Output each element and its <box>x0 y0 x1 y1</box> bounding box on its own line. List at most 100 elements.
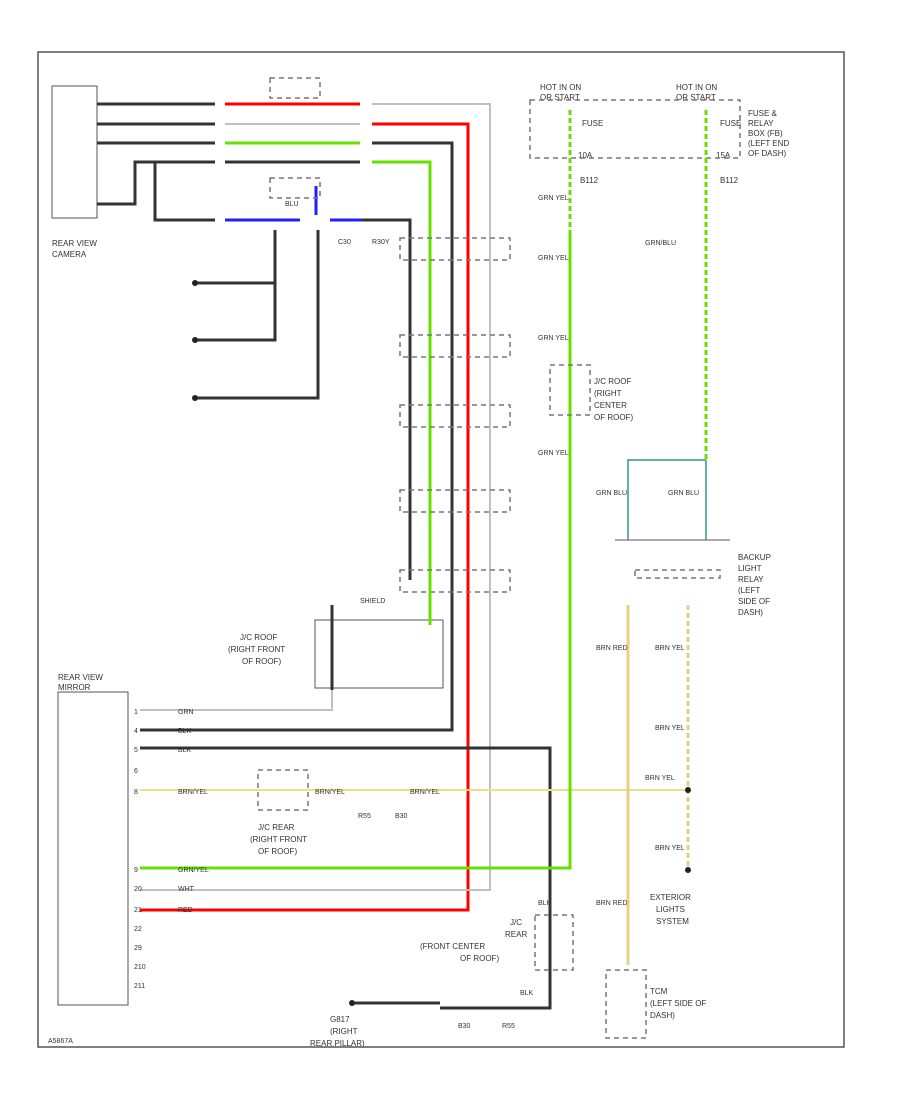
lbl-grn-blu-2: GRN BLU <box>668 490 699 497</box>
lbl-brn-yel-4: BRN YEL <box>655 845 685 852</box>
lbl-grn-yel-3: GRN YEL <box>538 335 569 342</box>
lbl-grn-yel-2: GRN YEL <box>538 255 569 262</box>
footer-code: A5867A <box>48 1038 73 1045</box>
power-left: HOT IN ON OR START FUSE 10A B112 <box>540 83 603 185</box>
fuse-box-label: FUSE & RELAY BOX (FB) (LEFT END OF DASH) <box>748 109 789 158</box>
grn-wire-main <box>372 160 432 585</box>
tcm: TCM (LEFT SIDE OF DASH) <box>605 969 706 1039</box>
lbl-brn-yel-2: BRN YEL <box>655 725 685 732</box>
mirror-pin-9: 22 <box>134 926 142 933</box>
lbl-grn-blu-1: GRN BLU <box>596 490 627 497</box>
lbl-brn-yel-long-1: BRN/YEL <box>178 789 208 796</box>
ground-wires <box>192 230 320 401</box>
backup-light-relay: BACKUP LIGHT RELAY (LEFT SIDE OF DASH) <box>615 539 771 617</box>
jc-roof-front-3: OF ROOF) <box>242 657 281 666</box>
wht-wire-main <box>140 103 491 891</box>
ground-conn-b30: B30 <box>458 1023 471 1030</box>
mirror-pin-6: 9 <box>134 867 138 874</box>
lbl-brn-yel-long-2: BRN/YEL <box>315 789 345 796</box>
blk-wire-main <box>140 141 454 732</box>
lbl-brn-yel-1: BRN YEL <box>655 645 685 652</box>
jc-rear-2: (RIGHT FRONT <box>250 835 307 844</box>
tcm-label-2: (LEFT SIDE OF <box>650 999 706 1008</box>
bundle-connectors <box>399 237 511 593</box>
fuse-box-label-3: BOX (FB) <box>748 129 783 138</box>
camera-label-2: CAMERA <box>52 250 87 259</box>
jc-rear2-1: J/C <box>510 918 522 927</box>
exterior-label-3: SYSTEM <box>656 917 689 926</box>
camera-label-1: REAR VIEW <box>52 239 97 248</box>
mirror-pin-12: 211 <box>134 983 145 990</box>
jc-rear2-3: (FRONT CENTER <box>420 942 485 951</box>
lbl-red: RED <box>178 907 193 914</box>
lbl-grn-yel-4: GRN YEL <box>538 450 569 457</box>
jc-rear2-4: OF ROOF) <box>460 954 499 963</box>
exterior-label-1: EXTERIOR <box>650 893 691 902</box>
power-right: HOT IN ON OR START FUSE 15A B112 <box>676 83 741 185</box>
inline-conn-top <box>269 77 321 99</box>
camera-wires <box>97 102 215 222</box>
tcm-label-1: TCM <box>650 987 668 996</box>
jc-roof-rear-2: (RIGHT <box>594 389 622 398</box>
mirror-pin-3: 5 <box>134 747 138 754</box>
lbl-grn-yel-1: GRN YEL <box>538 195 569 202</box>
lbl-blk-4: BLK <box>520 990 534 997</box>
lbl-brn-yel-long-3: BRN/YEL <box>410 789 440 796</box>
power-right-conn: B112 <box>720 176 739 185</box>
jc-roof-rear-3: CENTER <box>594 401 627 410</box>
blu-wire <box>225 186 362 222</box>
power-left-1: HOT IN ON <box>540 83 581 92</box>
ground-conn-r55: R55 <box>502 1023 515 1030</box>
mirror-pin-7: 20 <box>134 886 142 893</box>
fuse-box-label-1: FUSE & <box>748 109 778 118</box>
lbl-blu: BLU <box>285 201 299 208</box>
jc-roof-front-1: J/C ROOF <box>240 633 277 642</box>
mirror-label-2: MIRROR <box>58 683 91 692</box>
jc-roof-rear-1: J/C ROOF <box>594 377 631 386</box>
lbl-blk-1: BLK <box>178 728 192 735</box>
jc-roof-front-2: (RIGHT FRONT <box>228 645 285 654</box>
rear-view-camera: REAR VIEW CAMERA <box>51 85 98 259</box>
grn-blu-wire-a <box>627 459 706 540</box>
power-left-2: OR START <box>540 93 580 102</box>
power-left-amps: 10A <box>578 151 593 160</box>
relay-label-2: LIGHT <box>738 564 762 573</box>
lbl-brn-yel-3: BRN YEL <box>645 775 675 782</box>
mirror-pin-2: 4 <box>134 728 138 735</box>
power-right-1: HOT IN ON <box>676 83 717 92</box>
lbl-blk-2: BLK <box>178 747 192 754</box>
power-left-conn: B112 <box>580 176 599 185</box>
lbl-wht: WHT <box>178 886 195 893</box>
lbl-blk-3: BLK <box>538 900 552 907</box>
lbl-brn-red-2: BRN RED <box>596 900 628 907</box>
blk-wire-shield <box>362 218 412 580</box>
power-right-2: OR START <box>676 93 716 102</box>
jc-roof-rear-4: OF ROOF) <box>594 413 633 422</box>
rear-view-mirror: REAR VIEW MIRROR <box>57 673 129 1006</box>
conn-c30: C30 <box>338 239 351 246</box>
mirror-pin-10: 29 <box>134 945 142 952</box>
power-left-fuse: FUSE <box>582 119 603 128</box>
jc-rear2-2: REAR <box>505 930 527 939</box>
lbl-brn-red-1: BRN RED <box>596 645 628 652</box>
mirror-pin-5: 8 <box>134 789 138 796</box>
mirror-label-1: REAR VIEW <box>58 673 103 682</box>
conn-r55: R55 <box>358 813 371 820</box>
exterior-label-2: LIGHTS <box>656 905 685 914</box>
lbl-grn-blu-long: GRN/BLU <box>645 240 676 247</box>
jc-rear-3: OF ROOF) <box>258 847 297 856</box>
jc-roof-rear-box <box>549 364 591 416</box>
fuse-box-label-5: OF DASH) <box>748 149 787 158</box>
lbl-shield: SHIELD <box>360 598 385 605</box>
mirror-grn-short <box>140 690 333 711</box>
jc-rear2-box <box>534 914 574 971</box>
mirror-pin-8: 21 <box>134 907 142 914</box>
jc-roof-front: J/C ROOF (RIGHT FRONT OF ROOF) <box>228 585 444 690</box>
red-wire-main <box>140 122 470 912</box>
relay-label-4: (LEFT <box>738 586 760 595</box>
relay-label-6: DASH) <box>738 608 763 617</box>
mirror-pins: 1 4 5 6 8 9 20 21 22 29 210 211 <box>134 709 146 990</box>
power-right-amps: 15A <box>716 151 731 160</box>
tcm-label-3: DASH) <box>650 1011 675 1020</box>
